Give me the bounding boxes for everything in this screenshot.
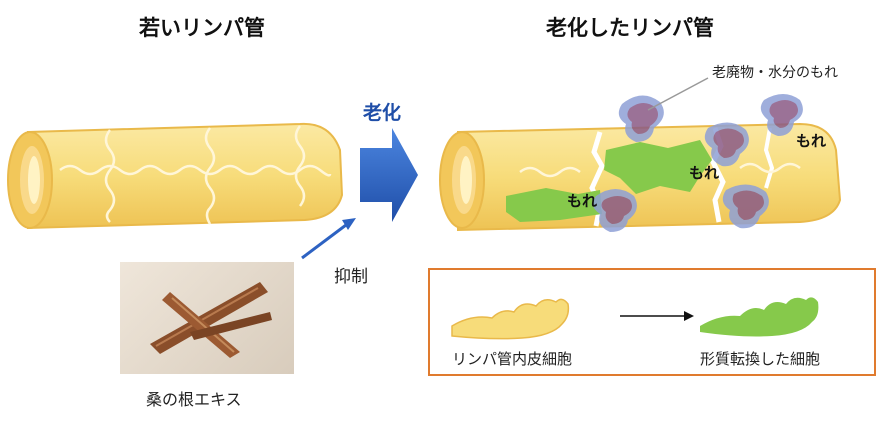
leak-callout-label: 老廃物・水分のもれ: [712, 65, 838, 81]
legend-transformed-label: 形質転換した細胞: [700, 350, 821, 368]
leak-label-3: もれ: [567, 192, 598, 210]
legend-normal-label: リンパ管内皮細胞: [452, 350, 573, 368]
suppress-label: 抑制: [334, 267, 368, 287]
young-vessel-title: 若いリンパ管: [139, 16, 265, 40]
leak-label-1: もれ: [796, 132, 827, 150]
product-label: 桑の根エキス: [146, 390, 242, 409]
transformed-cell: [604, 140, 712, 194]
aged-vessel-title: 老化したリンパ管: [546, 16, 714, 40]
aging-label: 老化: [363, 102, 402, 124]
mulberry-root-photo: [120, 262, 294, 374]
transformed-cell: [506, 188, 602, 222]
leak-label-2: もれ: [689, 164, 720, 182]
